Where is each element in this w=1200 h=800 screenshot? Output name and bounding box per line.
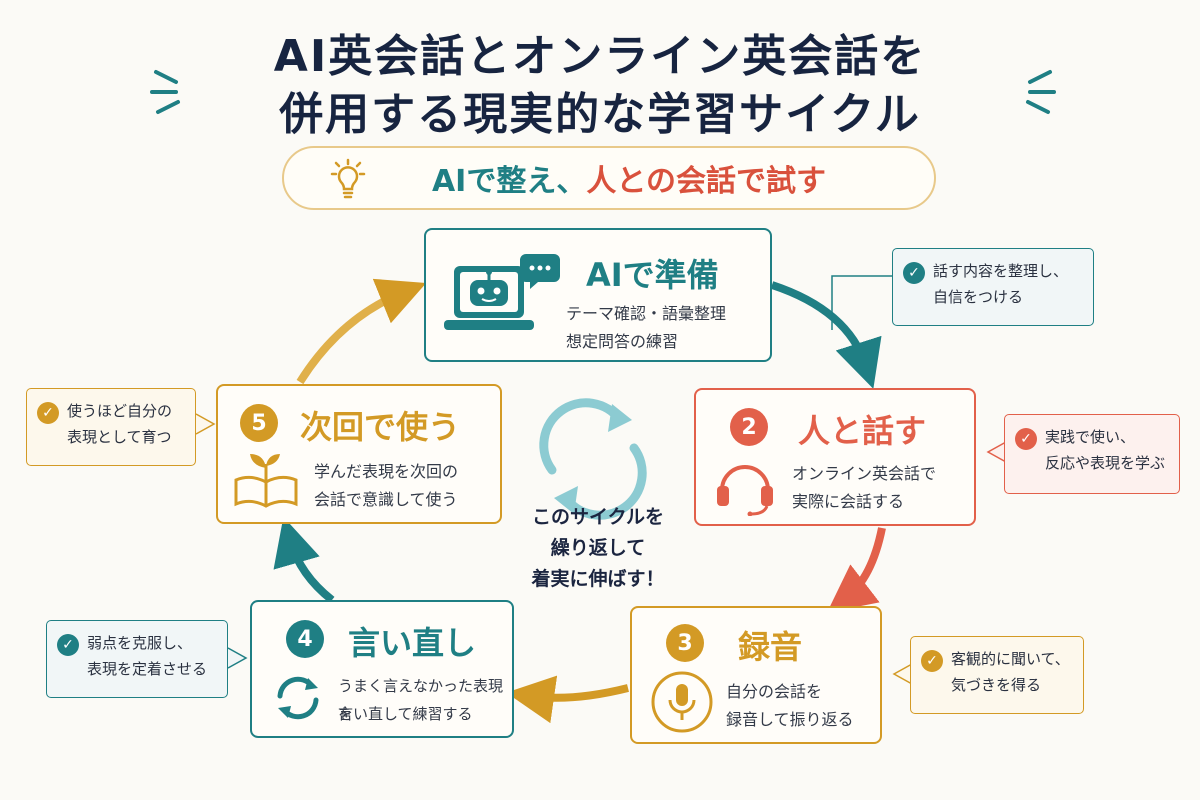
step-2-desc-line2: 実際に会話する	[792, 492, 905, 511]
step-1-title: AIで準備	[586, 256, 719, 294]
step-4-number-badge: 4	[286, 620, 324, 658]
note-1-connector	[831, 275, 894, 330]
sprout-book-icon	[234, 454, 298, 508]
note-5-line2: 表現として育つ	[67, 428, 172, 446]
headset-icon	[717, 465, 773, 516]
note-5: ✓ 使うほど自分の 表現として育つ	[26, 388, 196, 466]
subtitle-part2: 人との会話で試す	[586, 164, 827, 199]
arrow-step1-to-step2	[770, 281, 882, 389]
step-3-title: 録音	[738, 628, 803, 666]
note-4-line2: 表現を定着させる	[87, 660, 208, 678]
robot-laptop-chat-icon	[444, 254, 560, 330]
step-4-desc-line2: 言い直して練習する	[338, 705, 473, 723]
note-3-line1: 客観的に聞いて、	[951, 650, 1070, 668]
center-message: このサイクルを 繰り返して 着実に伸ばす！	[508, 502, 688, 595]
page-title-line1: AI英会話とオンライン英会話を	[273, 31, 927, 82]
lightbulb-icon	[330, 158, 366, 199]
check-icon: ✓	[37, 402, 59, 424]
check-icon: ✓	[57, 634, 79, 656]
page-title-line2: 併用する現実的な学習サイクル	[279, 89, 921, 140]
check-icon: ✓	[921, 650, 943, 672]
step-2-desc-line1: オンライン英会話で	[792, 464, 937, 483]
center-line1: このサイクルを	[531, 506, 665, 528]
note-3-line2: 気づきを得る	[951, 676, 1042, 694]
step-1-desc-line1: テーマ確認・語彙整理	[566, 304, 727, 323]
step-1-card: AIで準備 テーマ確認・語彙整理 想定問答の練習	[424, 228, 772, 362]
check-icon: ✓	[903, 262, 925, 284]
step-4-card: 4 言い直し うまく言えなかった表現を 言い直して練習する	[250, 600, 514, 738]
step-4-title: 言い直し	[348, 624, 477, 662]
note-2-pointer	[986, 441, 1007, 463]
left-sparks-icon	[150, 70, 180, 114]
note-2-line2: 反応や表現を学ぶ	[1045, 454, 1166, 472]
step-2-card: 2 人と話す オンライン英会話で 実際に会話する	[694, 388, 976, 526]
step-5-desc-line1: 学んだ表現を次回の	[314, 462, 459, 481]
center-line2: 繰り返して	[550, 537, 646, 559]
note-4-line1: 弱点を克服し、	[87, 634, 193, 652]
subtitle-part1: AIで整え、	[431, 164, 587, 199]
step-2-title: 人と話す	[798, 412, 927, 450]
note-3-pointer	[892, 663, 913, 685]
step-5-number-badge: 5	[240, 404, 278, 442]
subtitle-pill: AIで整え、人との会話で試す	[282, 146, 936, 210]
note-4-pointer	[227, 647, 248, 669]
note-4: ✓ 弱点を克服し、 表現を定着させる	[46, 620, 228, 698]
arrow-step5-to-step1	[296, 278, 427, 385]
step-5-desc-line2: 会話で意識して使う	[314, 490, 458, 509]
note-1-line1: 話す内容を整理し、	[933, 262, 1069, 280]
arrow-step2-to-step3	[826, 527, 886, 613]
step-3-card: 3 録音 自分の会話を 録音して振り返る	[630, 606, 882, 744]
microphone-icon	[651, 671, 713, 733]
arrow-step3-to-step4	[506, 675, 629, 724]
step-4-desc-line1: うまく言えなかった表現を	[338, 677, 504, 723]
step-3-desc-line2: 録音して振り返る	[726, 710, 854, 729]
note-5-line1: 使うほど自分の	[67, 402, 173, 420]
step-2-number-badge: 2	[730, 408, 768, 446]
step-5-title: 次回で使う	[300, 408, 461, 446]
step-5-card: 5 次回で使う 学んだ表現を次回の 会話で意識して使う	[216, 384, 502, 524]
center-line3: 着実に伸ばす！	[531, 568, 665, 590]
note-3: ✓ 客観的に聞いて、 気づきを得る	[910, 636, 1084, 714]
note-1-line2: 自信をつける	[933, 288, 1024, 306]
note-2: ✓ 実践で使い、 反応や表現を学ぶ	[1004, 414, 1180, 494]
check-icon: ✓	[1015, 428, 1037, 450]
note-1: ✓ 話す内容を整理し、 自信をつける	[892, 248, 1094, 326]
center-cycle-icon	[539, 398, 647, 520]
note-5-pointer	[195, 413, 216, 435]
step-3-desc-line1: 自分の会話を	[726, 682, 823, 701]
refresh-icon	[277, 676, 319, 720]
right-sparks-icon	[1026, 70, 1056, 114]
step-3-number-badge: 3	[666, 624, 704, 662]
note-2-line1: 実践で使い、	[1045, 428, 1136, 446]
step-1-desc-line2: 想定問答の練習	[566, 332, 679, 351]
arrow-step4-to-step5	[273, 516, 335, 604]
